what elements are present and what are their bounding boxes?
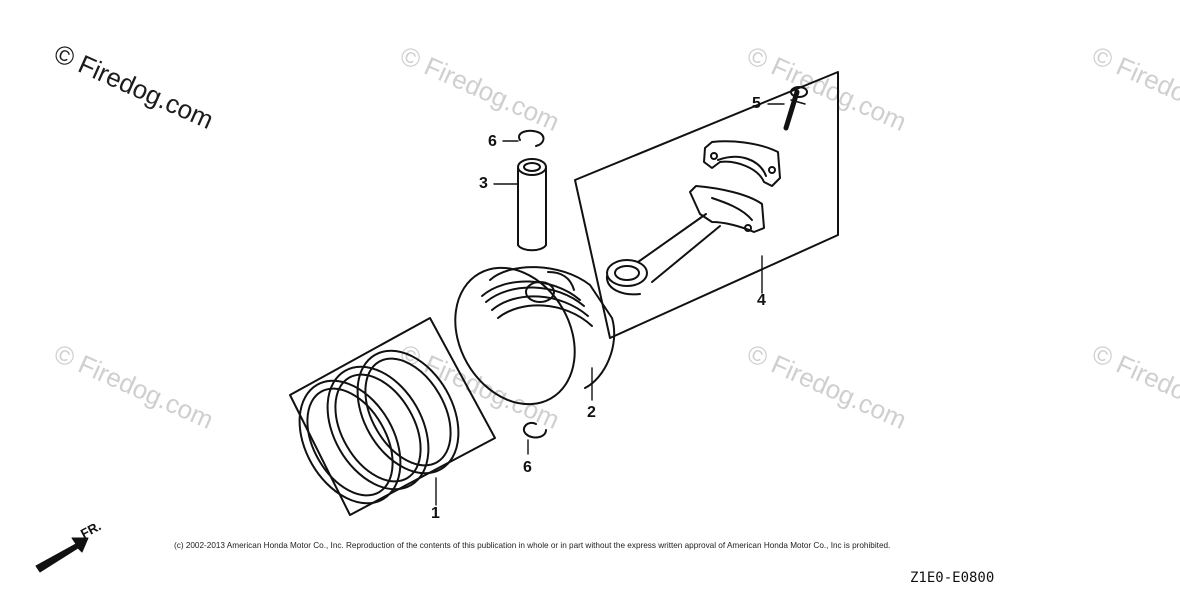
piston-pin-clip-lower <box>522 422 547 439</box>
piston-ring-set <box>289 317 496 516</box>
front-direction-arrow <box>35 537 89 573</box>
copyright-notice: (c) 2002-2013 American Honda Motor Co., … <box>174 541 891 550</box>
callout-piston: 2 <box>587 404 596 421</box>
callout-ring-set: 1 <box>431 505 440 522</box>
rod-bolt <box>783 86 808 131</box>
diagram-code: Z1E0-E0800 <box>910 570 995 586</box>
piston-pin <box>517 158 547 252</box>
callout-piston-pin: 3 <box>479 175 488 192</box>
callout-clip-upper: 6 <box>488 133 497 150</box>
ring-set-outline <box>289 317 496 516</box>
callout-clip-lower: 6 <box>523 459 532 476</box>
callout-connecting-rod: 4 <box>757 292 766 309</box>
piston-pin-clip-upper <box>518 129 545 147</box>
piston <box>454 266 616 406</box>
rod-assembly-outline <box>574 71 839 339</box>
callout-rod-bolt: 5 <box>752 95 761 112</box>
connecting-rod-cap <box>703 140 781 187</box>
connecting-rod <box>605 185 765 296</box>
